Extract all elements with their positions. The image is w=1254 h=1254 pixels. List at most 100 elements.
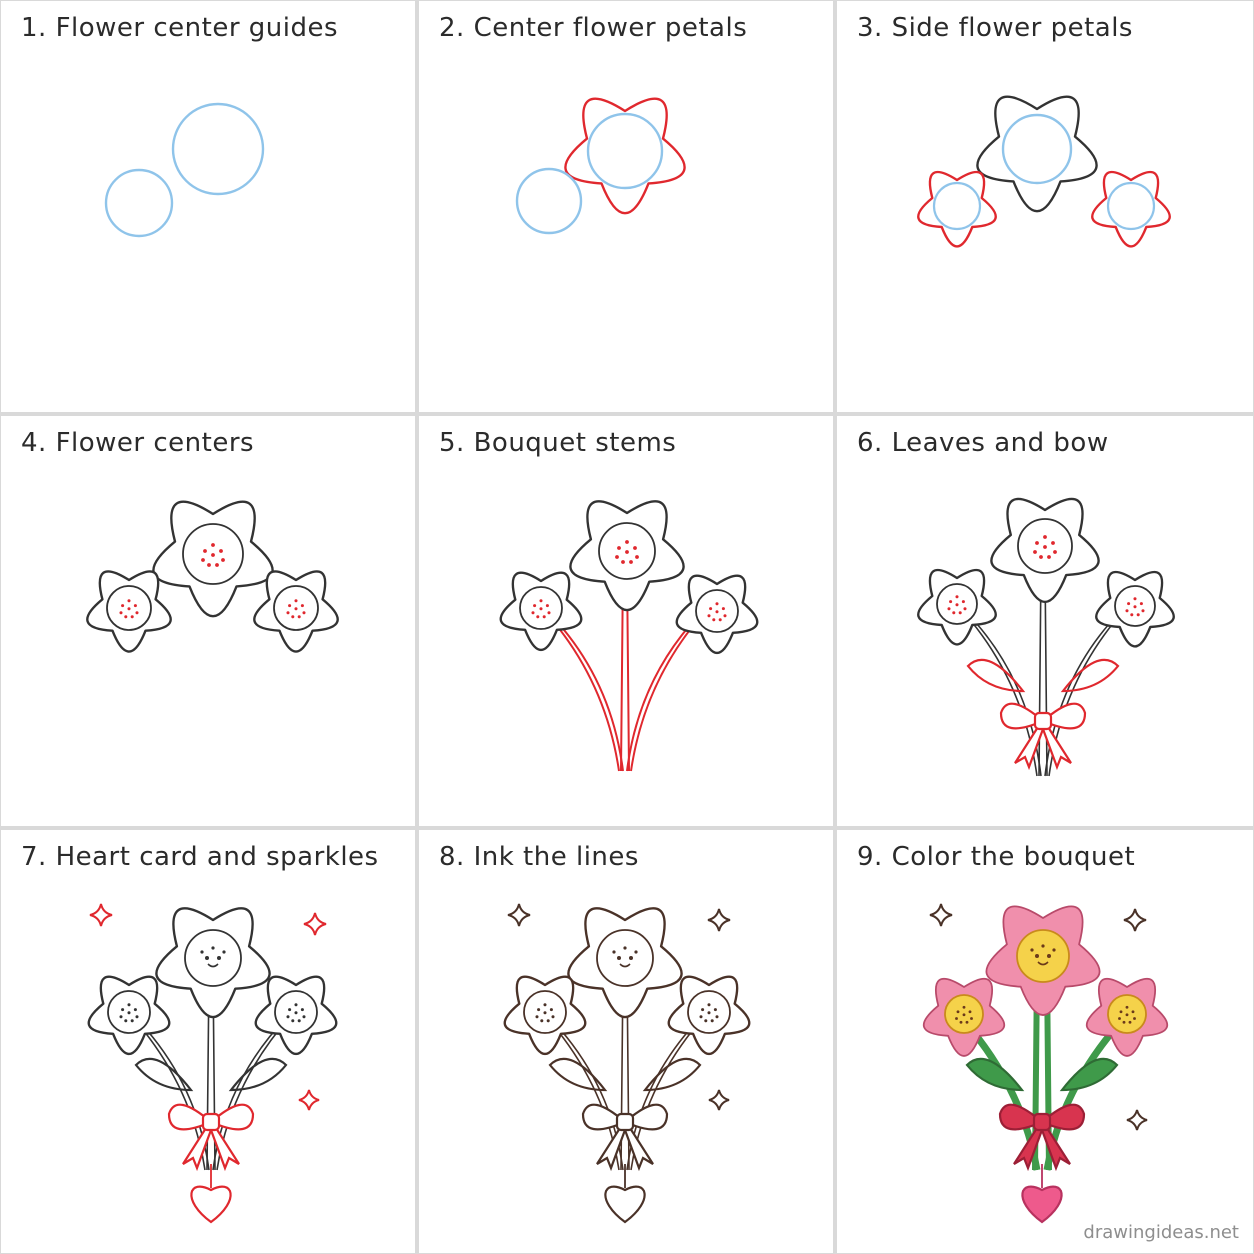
seed-dot <box>704 1019 708 1023</box>
step-title: 2. Center flower petals <box>439 13 748 43</box>
seed-dot <box>297 1019 301 1023</box>
seed-dot <box>551 1015 555 1019</box>
seed-dot <box>635 555 639 559</box>
seed-dot <box>1030 948 1034 952</box>
step-drawing <box>499 500 759 772</box>
step-panel-9: 9. Color the bouquet drawingideas.net <box>837 830 1253 1253</box>
seed-dot <box>1043 535 1047 539</box>
seed-dot <box>135 611 139 615</box>
step-panel-2: 2. Center flower petals <box>419 1 833 412</box>
seed-dot <box>533 604 537 608</box>
seed-dot <box>211 543 215 547</box>
left-leaf <box>134 1057 194 1092</box>
seed-dot <box>615 555 619 559</box>
face-eye <box>205 956 209 960</box>
side-center-guide <box>104 168 174 238</box>
main-center-guide <box>171 102 265 196</box>
seed-dot <box>707 614 711 618</box>
seed-dot <box>1118 1017 1121 1020</box>
seed-dot <box>707 1011 711 1015</box>
seed-dot <box>119 1015 123 1019</box>
seed-dot <box>203 549 207 553</box>
step-drawing <box>922 903 1169 1224</box>
bow-left-loop <box>581 1103 628 1131</box>
left-leaf <box>965 1057 1025 1092</box>
sparkle-icon <box>298 1089 320 1111</box>
seed-dot <box>211 553 215 557</box>
seed-dot <box>1119 1010 1123 1014</box>
seed-dot <box>715 610 719 614</box>
seed-dot <box>291 1019 295 1023</box>
seed-dot <box>962 1005 966 1009</box>
seed-dot <box>721 607 725 611</box>
bow-right-loop <box>622 1103 669 1131</box>
seed-dot <box>542 615 546 619</box>
step-panel-3: 3. Side flower petals <box>837 1 1253 412</box>
seed-dot <box>288 604 292 608</box>
seed-dot <box>715 1015 719 1019</box>
seed-dot <box>1125 1005 1129 1009</box>
seed-dot <box>1141 609 1145 613</box>
sparkle-icon <box>1126 1109 1148 1131</box>
seed-dot <box>959 1020 963 1024</box>
seed-dot <box>133 604 137 608</box>
step-panel-1: 1. Flower center guides <box>1 1 415 412</box>
bow-knot <box>1032 1112 1052 1132</box>
seed-dot <box>124 1019 128 1023</box>
face-smile <box>1037 961 1049 966</box>
seed-dot <box>121 1008 125 1012</box>
seed-dot <box>629 560 633 564</box>
right-leaf <box>1060 658 1120 693</box>
left-leaf <box>966 658 1026 693</box>
heart-card <box>604 1185 646 1224</box>
flower-center <box>184 929 242 987</box>
seed-dot <box>127 607 131 611</box>
bow-knot <box>201 1112 221 1132</box>
seed-dot <box>286 611 290 615</box>
seed-dot <box>200 950 204 954</box>
seed-dot <box>723 614 727 618</box>
seed-dot <box>1052 948 1056 952</box>
seed-dot <box>968 1010 972 1014</box>
seed-dot <box>130 615 134 619</box>
seed-dot <box>127 599 131 603</box>
seed-dot <box>294 599 298 603</box>
seed-dot <box>1035 541 1039 545</box>
seed-dot <box>549 1008 553 1012</box>
right-leaf <box>1059 1057 1119 1092</box>
main-center-guide <box>586 112 664 190</box>
step-drawing <box>503 903 751 1224</box>
seed-dot <box>963 607 967 611</box>
step-panel-8: 8. Ink the lines <box>419 830 833 1253</box>
seed-dot <box>952 611 956 615</box>
seed-dot <box>543 1003 547 1007</box>
side-center-guide <box>1106 181 1156 231</box>
seed-dot <box>127 1011 131 1015</box>
bow-left-loop <box>998 1103 1045 1131</box>
seed-dot <box>543 1011 547 1015</box>
seed-dot <box>718 618 722 622</box>
seed-dot <box>625 550 629 554</box>
seed-dot <box>701 1008 705 1012</box>
step-panel-4: 4. Flower centers <box>1 416 415 826</box>
step-panel-6: 6. Leaves and bow <box>837 416 1253 826</box>
right-leaf <box>642 1057 702 1092</box>
seed-dot <box>955 603 959 607</box>
step-title: 6. Leaves and bow <box>857 428 1109 458</box>
seed-dot <box>1043 545 1047 549</box>
seed-dot <box>947 607 951 611</box>
seed-dot <box>1128 1020 1132 1024</box>
seed-dot <box>1033 550 1037 554</box>
step-title: 9. Color the bouquet <box>857 842 1136 872</box>
side-center-guide <box>932 181 982 231</box>
sparkle-icon <box>303 912 327 936</box>
seed-dot <box>710 1019 714 1023</box>
seed-dot <box>215 563 219 567</box>
step-panel-7: 7. Heart card and sparkles <box>1 830 415 1253</box>
seed-dot <box>300 1008 304 1012</box>
seed-dot <box>535 1015 539 1019</box>
face-eye <box>1035 954 1039 958</box>
seed-dot <box>1139 602 1143 606</box>
step-drawing <box>104 102 265 238</box>
step-title: 7. Heart card and sparkles <box>21 842 379 872</box>
